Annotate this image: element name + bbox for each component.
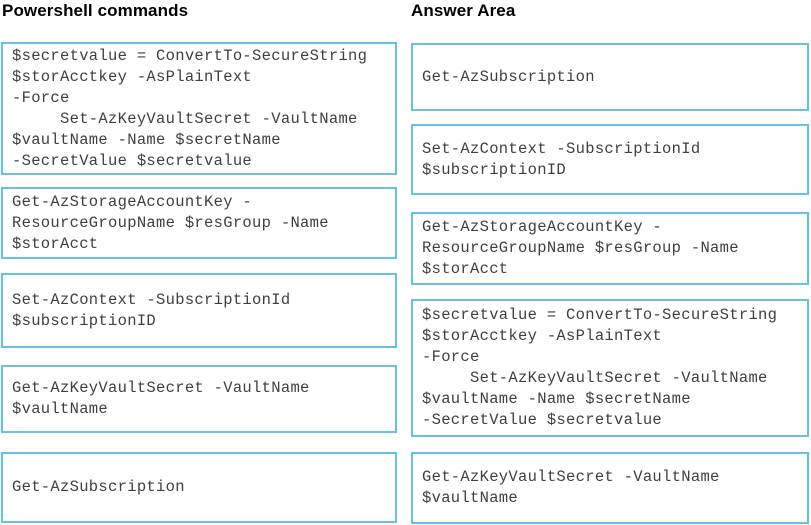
powershell-commands-heading: Powershell commands [2, 1, 189, 20]
command-option-2[interactable]: Get-AzStorageAccountKey - ResourceGroupN… [1, 187, 397, 259]
answer-slot-2-text: Set-AzContext -SubscriptionId $subscript… [422, 139, 701, 179]
answer-slot-1-text: Get-AzSubscription [422, 67, 595, 86]
answer-slot-4[interactable]: $secretvalue = ConvertTo-SecureString $s… [411, 299, 809, 437]
answer-area-heading: Answer Area [411, 1, 516, 20]
answer-slot-2[interactable]: Set-AzContext -SubscriptionId $subscript… [411, 124, 809, 195]
command-option-2-text: Get-AzStorageAccountKey - ResourceGroupN… [12, 192, 329, 253]
answer-slot-3-text: Get-AzStorageAccountKey - ResourceGroupN… [422, 218, 739, 278]
command-option-3-text: Set-AzContext -SubscriptionId $subscript… [12, 290, 291, 330]
answer-slot-1[interactable]: Get-AzSubscription [411, 43, 809, 111]
command-option-1[interactable]: $secretvalue = ConvertTo-SecureString $s… [1, 42, 397, 175]
command-option-1-text: $secretvalue = ConvertTo-SecureString $s… [12, 46, 368, 170]
answer-slot-4-text: $secretvalue = ConvertTo-SecureString $s… [422, 306, 778, 429]
command-option-4-text: Get-AzKeyVaultSecret -VaultName $vaultNa… [12, 379, 310, 418]
command-option-4[interactable]: Get-AzKeyVaultSecret -VaultName $vaultNa… [1, 365, 397, 433]
command-option-3[interactable]: Set-AzContext -SubscriptionId $subscript… [1, 273, 397, 348]
answer-slot-3[interactable]: Get-AzStorageAccountKey - ResourceGroupN… [411, 212, 809, 285]
answer-slot-5-text: Get-AzKeyVaultSecret -VaultName $vaultNa… [422, 468, 720, 507]
command-option-5[interactable]: Get-AzSubscription [1, 452, 397, 523]
command-option-5-text: Get-AzSubscription [12, 478, 185, 496]
answer-slot-5[interactable]: Get-AzKeyVaultSecret -VaultName $vaultNa… [411, 452, 809, 524]
